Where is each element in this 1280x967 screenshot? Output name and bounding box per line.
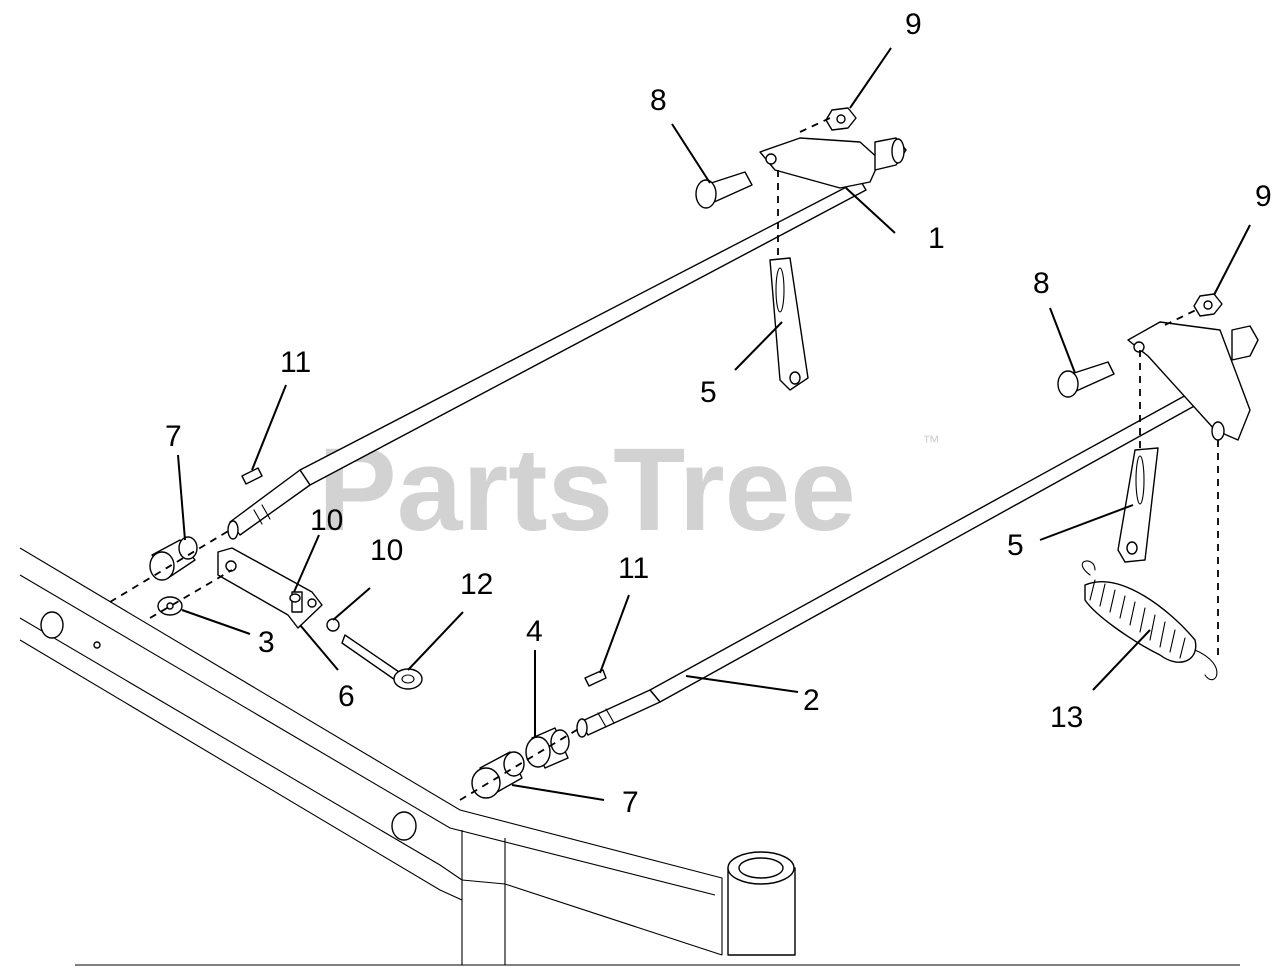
rod-upper	[227, 137, 907, 540]
callout-11-upper: 11	[280, 346, 311, 379]
callout-9-lower: 9	[1255, 180, 1272, 213]
callout-7-lower: 7	[622, 786, 639, 819]
callout-8-lower: 8	[1033, 267, 1050, 300]
nut-9-upper	[825, 107, 857, 131]
callout-11-lower: 11	[618, 552, 649, 585]
callouts: 1 2 3 4 5 5 6 7 7 8 8 9 9 10 10 11 11 12…	[165, 8, 1272, 819]
bracket	[217, 547, 323, 629]
assembly-lines	[109, 117, 1219, 801]
callout-1: 1	[928, 222, 945, 255]
callout-7-upper: 7	[165, 420, 182, 453]
watermark-text: PartsTree	[318, 424, 856, 556]
callout-4: 4	[526, 615, 543, 648]
pin-8-lower	[1057, 361, 1115, 398]
rod-lower	[576, 321, 1259, 738]
callout-9-upper: 9	[905, 8, 922, 41]
callout-12: 12	[460, 568, 493, 601]
bushing-lower	[471, 751, 525, 799]
callout-6: 6	[338, 680, 355, 713]
link-upper	[769, 257, 809, 391]
callout-3: 3	[258, 626, 275, 659]
leader-lines	[177, 47, 1251, 801]
callout-10-a: 10	[310, 504, 343, 537]
pin-8-upper	[695, 171, 753, 209]
washer-3	[157, 596, 183, 616]
spring	[1081, 560, 1218, 681]
watermark-trademark: ™	[922, 432, 940, 452]
watermark: PartsTree ™	[318, 424, 940, 556]
link-lower	[1117, 447, 1159, 563]
callout-5-upper: 5	[700, 376, 717, 409]
frame-rail	[19, 547, 1240, 966]
callout-8-upper: 8	[650, 84, 667, 117]
clip-11-lower	[584, 669, 607, 687]
clip-11-upper	[241, 467, 263, 485]
callout-2: 2	[803, 684, 820, 717]
spacer-4	[525, 727, 570, 769]
callout-5-lower: 5	[1007, 529, 1024, 562]
callout-10-b: 10	[370, 534, 403, 567]
callout-13: 13	[1050, 701, 1083, 734]
nut-9-lower	[1193, 293, 1223, 317]
